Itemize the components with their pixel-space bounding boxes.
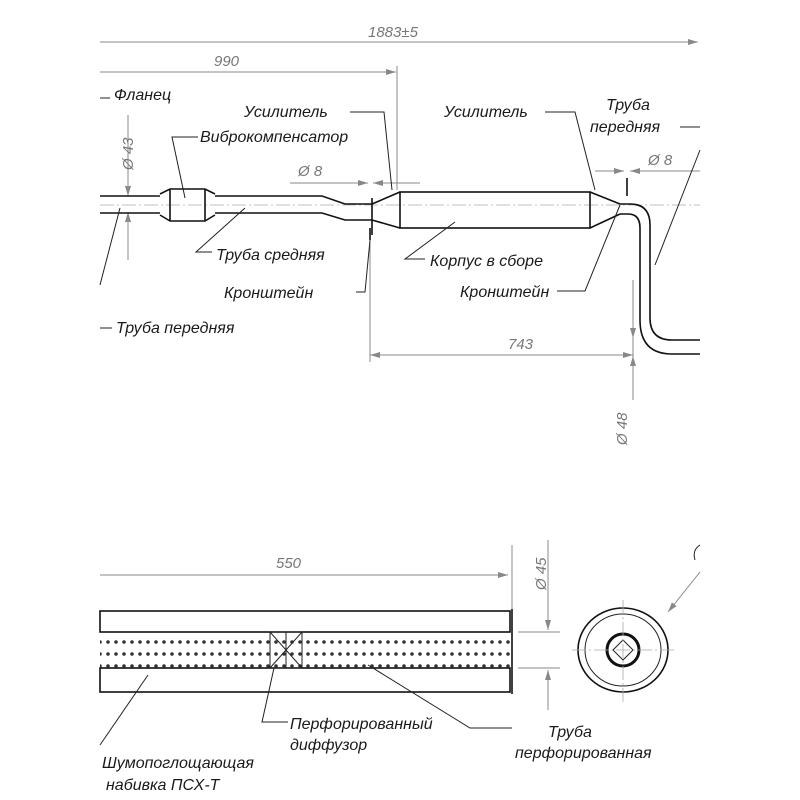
perf-pipe-label-1: Труба	[548, 724, 592, 741]
section-length-dim: 550	[276, 555, 302, 572]
end-view	[572, 544, 701, 702]
bracket-diameter-left-dim: Ø 8	[297, 163, 323, 180]
cone-left	[371, 191, 401, 235]
perf-pipe-label-2: перфорированная	[515, 745, 652, 762]
front-pipe-right-label-1: Труба	[606, 97, 650, 114]
packing-top	[99, 610, 511, 633]
leader-lines	[99, 97, 701, 329]
bracket-left-label: Кронштейн	[224, 285, 313, 302]
between-brackets-dim: 743	[508, 336, 534, 353]
middle-pipe	[215, 195, 372, 221]
packing-label-1: Шумопоглощающая	[102, 755, 254, 772]
muffler-body	[399, 191, 591, 229]
vibrocompensator	[159, 188, 216, 222]
packing-bottom	[99, 667, 511, 693]
bracket-diameter-right-dim: Ø 8	[647, 152, 673, 169]
overall-length-dim: 1883±5	[368, 24, 419, 41]
rear-diameter-dim: Ø 48	[614, 412, 631, 446]
diffuser-label-1: Перфорированный	[290, 716, 433, 733]
front-diameter-dim: Ø 43	[120, 137, 137, 171]
rear-pipe	[620, 203, 700, 355]
front-pipe-right-label-2: передняя	[590, 119, 661, 136]
vibrocompensator-label: Виброкомпенсатор	[200, 129, 348, 146]
middle-pipe-label: Труба средняя	[216, 247, 325, 264]
reinforcer-right-label: Усилитель	[443, 104, 528, 121]
perforated-pipe	[100, 632, 510, 668]
front-pipe-left-label: Труба передняя	[116, 320, 235, 337]
reinforcer-left-label: Усилитель	[243, 104, 328, 121]
assembly-view: 1883±5 990 Ø 43 Ø 8 Ø 8 743 Ø 48 Фл	[99, 24, 701, 446]
diffuser-label-2: диффузор	[290, 737, 367, 754]
front-pipe	[100, 195, 160, 214]
to-muffler-dim: 990	[214, 53, 240, 70]
diffuser-lines	[269, 631, 303, 669]
flange-label: Фланец	[114, 87, 171, 104]
bracket-right-label: Кронштейн	[460, 284, 549, 301]
section-leaders	[99, 664, 512, 746]
muffler-section-view: 550 Ø 45 Перфорированный диффузор Труба …	[99, 540, 701, 794]
muffler-body-label: Корпус в сборе	[430, 253, 543, 270]
packing-label-2: набивка ПСХ-Т	[106, 777, 221, 794]
inner-diameter-dim: Ø 45	[533, 557, 550, 591]
cone-right	[589, 191, 621, 229]
